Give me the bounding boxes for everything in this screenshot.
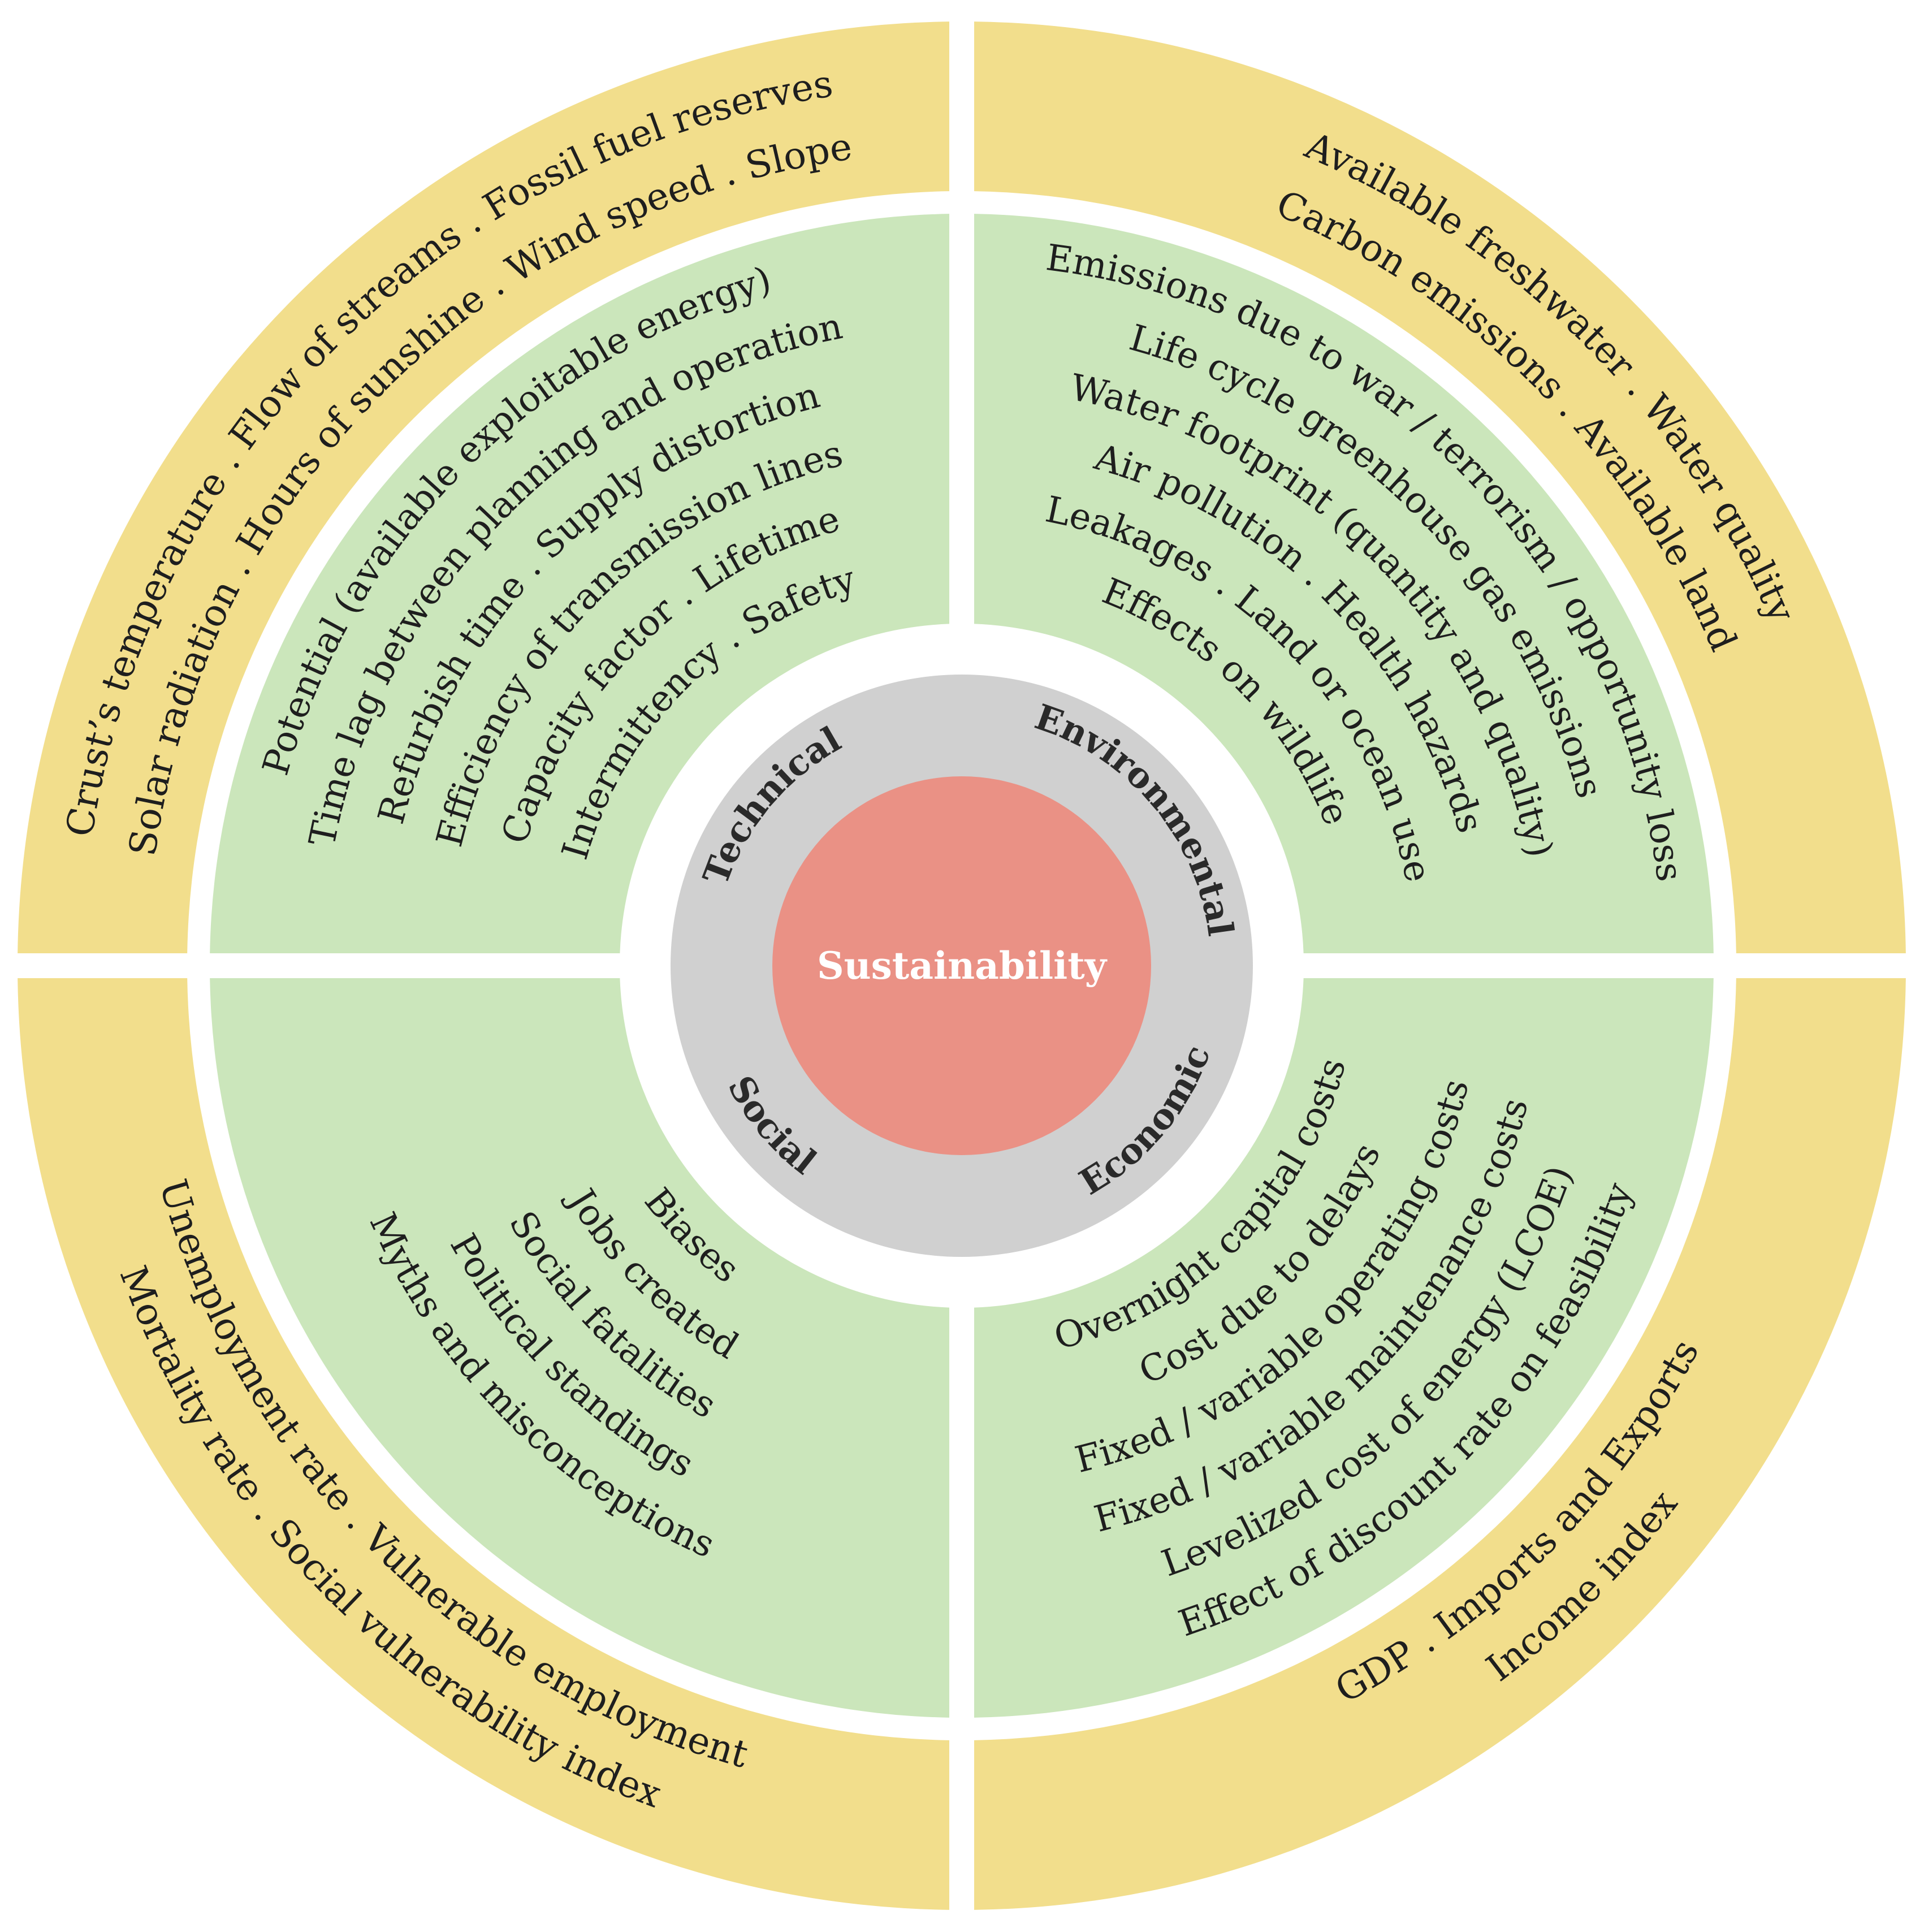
inner-segment-technical <box>210 214 950 954</box>
center-disc <box>772 776 1151 1155</box>
center-label: Sustainability <box>817 944 1108 988</box>
outer-segment-technical <box>18 21 949 953</box>
outer-segment-economic <box>974 978 1906 1910</box>
inner-segment-social <box>210 978 950 1718</box>
inner-segment-economic <box>974 978 1714 1718</box>
inner-segment-environmental <box>974 214 1714 954</box>
outer-segment-social <box>18 978 949 1910</box>
outer-segment-environmental <box>974 21 1906 953</box>
